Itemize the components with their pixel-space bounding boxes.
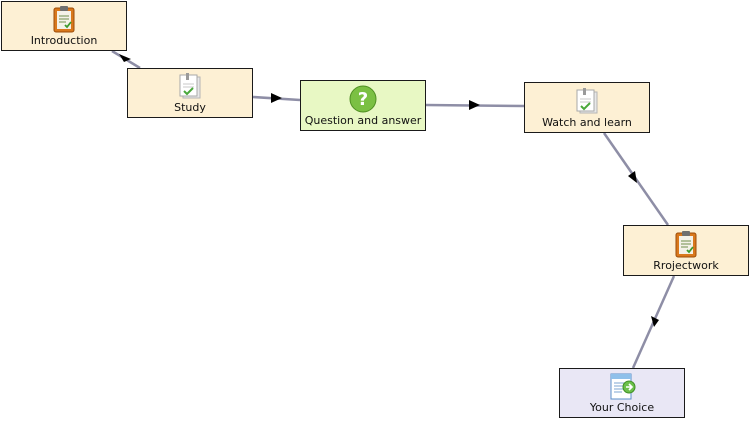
- node-label: Watch and learn: [542, 116, 632, 129]
- clipboard-icon: [53, 6, 75, 33]
- document-icon: [179, 73, 201, 99]
- document-icon: [576, 88, 598, 114]
- node-label: Introduction: [30, 34, 98, 47]
- node-rrojectwork[interactable]: Rrojectwork: [623, 225, 749, 276]
- arrowhead-watch-project: [628, 171, 637, 183]
- node-label: Study: [174, 101, 206, 114]
- arrowhead-project-choice: [651, 316, 659, 327]
- node-question-and-answer[interactable]: ? Question and answer: [300, 80, 426, 131]
- node-label: Rrojectwork: [653, 259, 719, 272]
- node-label: Question and answer: [304, 114, 422, 127]
- node-watch-and-learn[interactable]: Watch and learn: [524, 82, 650, 133]
- question-icon: ?: [349, 85, 377, 113]
- svg-text:?: ?: [358, 89, 368, 110]
- arrowhead-introduction-study: [119, 54, 131, 62]
- node-study[interactable]: Study: [127, 68, 253, 118]
- node-your-choice[interactable]: Your Choice: [559, 368, 685, 418]
- form-icon: [610, 373, 636, 400]
- arrowhead-question-watch: [469, 100, 480, 110]
- arrowhead-study-question: [271, 93, 282, 103]
- node-introduction[interactable]: Introduction: [1, 1, 127, 51]
- clipboard-icon: [675, 231, 697, 258]
- node-label: Your Choice: [589, 401, 655, 414]
